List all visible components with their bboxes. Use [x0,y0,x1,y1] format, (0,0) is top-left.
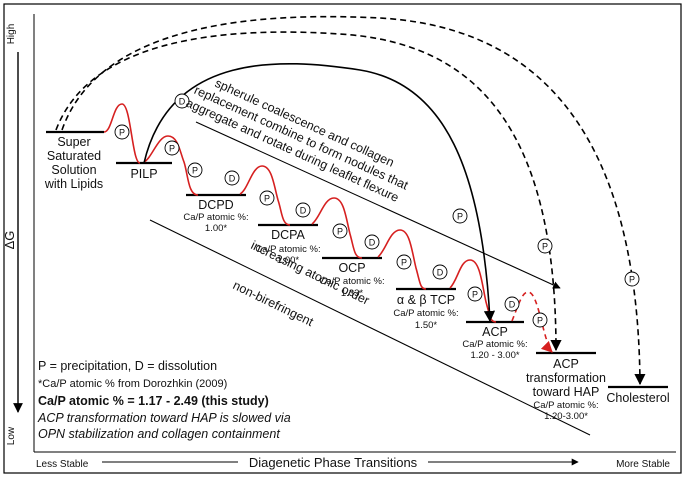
precip-marker: P [624,271,640,287]
svg-text:P: P [119,127,125,137]
label-cholesterol: Cholesterol [606,391,669,405]
svg-text:D: D [437,267,444,277]
svg-text:P: P [457,211,463,221]
precip-marker: P [164,140,180,156]
label-dcpa: DCPA Ca/P atomic %: 1.00* [255,228,320,266]
svg-text:Saturated: Saturated [47,149,101,163]
svg-text:P: P [472,289,478,299]
transition-super-to-pilp [103,103,141,164]
label-tcp: α & β TCP Ca/P atomic %: 1.50* [393,293,458,331]
super-to-cholesterol-dashed-arc [61,15,646,386]
dissolution-marker: D [504,296,520,312]
pilp-to-acp-arc [143,62,496,323]
svg-text:Ca/P atomic %:: Ca/P atomic %: [533,400,598,411]
dissolution-marker: D [224,170,240,186]
svg-text:D: D [300,205,307,215]
super-to-hap-dashed-arc [55,31,562,352]
svg-text:Ca/P atomic %:: Ca/P atomic %: [183,212,248,223]
spherule-diagonal-arrow [195,121,561,289]
svg-text:P: P [537,315,543,325]
svg-text:1.50*: 1.50* [415,320,437,331]
label-dcpd: DCPD Ca/P atomic %: 1.00* [183,198,248,234]
svg-text:Solution: Solution [51,163,96,177]
precip-marker: P [537,238,553,254]
dissolution-marker: D [364,234,380,250]
svg-text:ACP: ACP [482,325,508,339]
spherule-annotation: spherule coalescence and collagen replac… [184,76,411,205]
svg-text:P: P [401,257,407,267]
svg-text:D: D [369,237,376,247]
x-axis-right-label: More Stable [616,459,670,470]
svg-text:D: D [229,173,236,183]
precip-marker: P [187,162,203,178]
svg-text:P: P [192,165,198,175]
svg-text:transformation: transformation [526,371,606,385]
svg-text:1.00*: 1.00* [277,255,299,266]
svg-text:1.33*: 1.33* [341,288,363,299]
svg-text:DCPA: DCPA [271,228,305,242]
y-axis-label: ΔG [2,231,17,250]
transition-ocp-to-tcp [377,229,427,290]
label-pilp: PILP [130,167,157,181]
precip-marker: P [532,312,548,328]
svg-text:D: D [509,299,516,309]
svg-text:1.20 - 3.00*: 1.20 - 3.00* [470,350,519,361]
label-acp: ACP Ca/P atomic %: 1.20 - 3.00* [462,325,527,361]
svg-text:DCPD: DCPD [198,198,233,212]
y-axis-high-label: High [6,24,17,45]
precip-marker: P [114,124,130,140]
y-axis: High ΔG Low [2,24,23,445]
svg-text:α & β TCP: α & β TCP [397,293,455,307]
svg-text:P: P [629,274,635,284]
svg-text:with Lipids: with Lipids [44,177,103,191]
svg-text:1.00*: 1.00* [205,223,227,234]
precip-marker: P [396,254,412,270]
svg-text:D: D [179,96,186,106]
svg-text:Ca/P atomic %:: Ca/P atomic %: [393,308,458,319]
dissolution-marker: D [174,93,190,109]
legend-line-5: OPN stabilization and collagen containme… [38,427,280,441]
y-axis-low-label: Low [6,426,17,445]
svg-text:OCP: OCP [338,261,365,275]
dissolution-marker: D [432,264,448,280]
svg-text:Ca/P atomic %:: Ca/P atomic %: [319,276,384,287]
svg-text:toward HAP: toward HAP [533,385,600,399]
legend-line-4: ACP transformation toward HAP is slowed … [37,411,291,425]
precip-marker: P [452,208,468,224]
svg-text:Super: Super [57,135,90,149]
process-markers: P D P P D P D P D P D P P D P P P [114,93,640,328]
dissolution-marker: D [295,202,311,218]
legend-line-2: *Ca/P atomic % from Dorozhkin (2009) [38,378,227,390]
svg-text:ACP: ACP [553,357,579,371]
transition-dcpd-to-dcpa [239,165,291,226]
label-ocp: OCP Ca/P atomic %: 1.33* [319,261,384,299]
non-birefringent-label: non-birefringent [231,278,316,329]
increasing-order-diagonal [149,219,591,436]
x-axis-title: Diagenetic Phase Transitions [249,455,418,470]
svg-text:P: P [169,143,175,153]
precip-marker: P [259,190,275,206]
frame-border [3,3,682,474]
legend: P = precipitation, D = dissolution *Ca/P… [37,359,291,441]
x-axis-left-label: Less Stable [36,459,89,470]
label-acp-hap: ACP transformation toward HAP Ca/P atomi… [526,357,606,422]
label-super-saturated: Super Saturated Solution with Lipids [44,135,103,191]
svg-text:Ca/P atomic %:: Ca/P atomic %: [462,339,527,350]
legend-line-3: Ca/P atomic % = 1.17 - 2.49 (this study) [38,394,269,408]
svg-text:Ca/P atomic %:: Ca/P atomic %: [255,244,320,255]
svg-text:P: P [542,241,548,251]
transition-acp-to-hap [511,291,553,353]
svg-text:P: P [337,226,343,236]
svg-text:1.20-3.00*: 1.20-3.00* [544,411,588,422]
precip-marker: P [332,223,348,239]
svg-text:P: P [264,193,270,203]
precip-marker: P [467,286,483,302]
transition-dcpa-to-ocp [311,197,363,259]
legend-line-1: P = precipitation, D = dissolution [38,359,217,373]
x-axis: Less Stable Diagenetic Phase Transitions… [36,455,670,470]
